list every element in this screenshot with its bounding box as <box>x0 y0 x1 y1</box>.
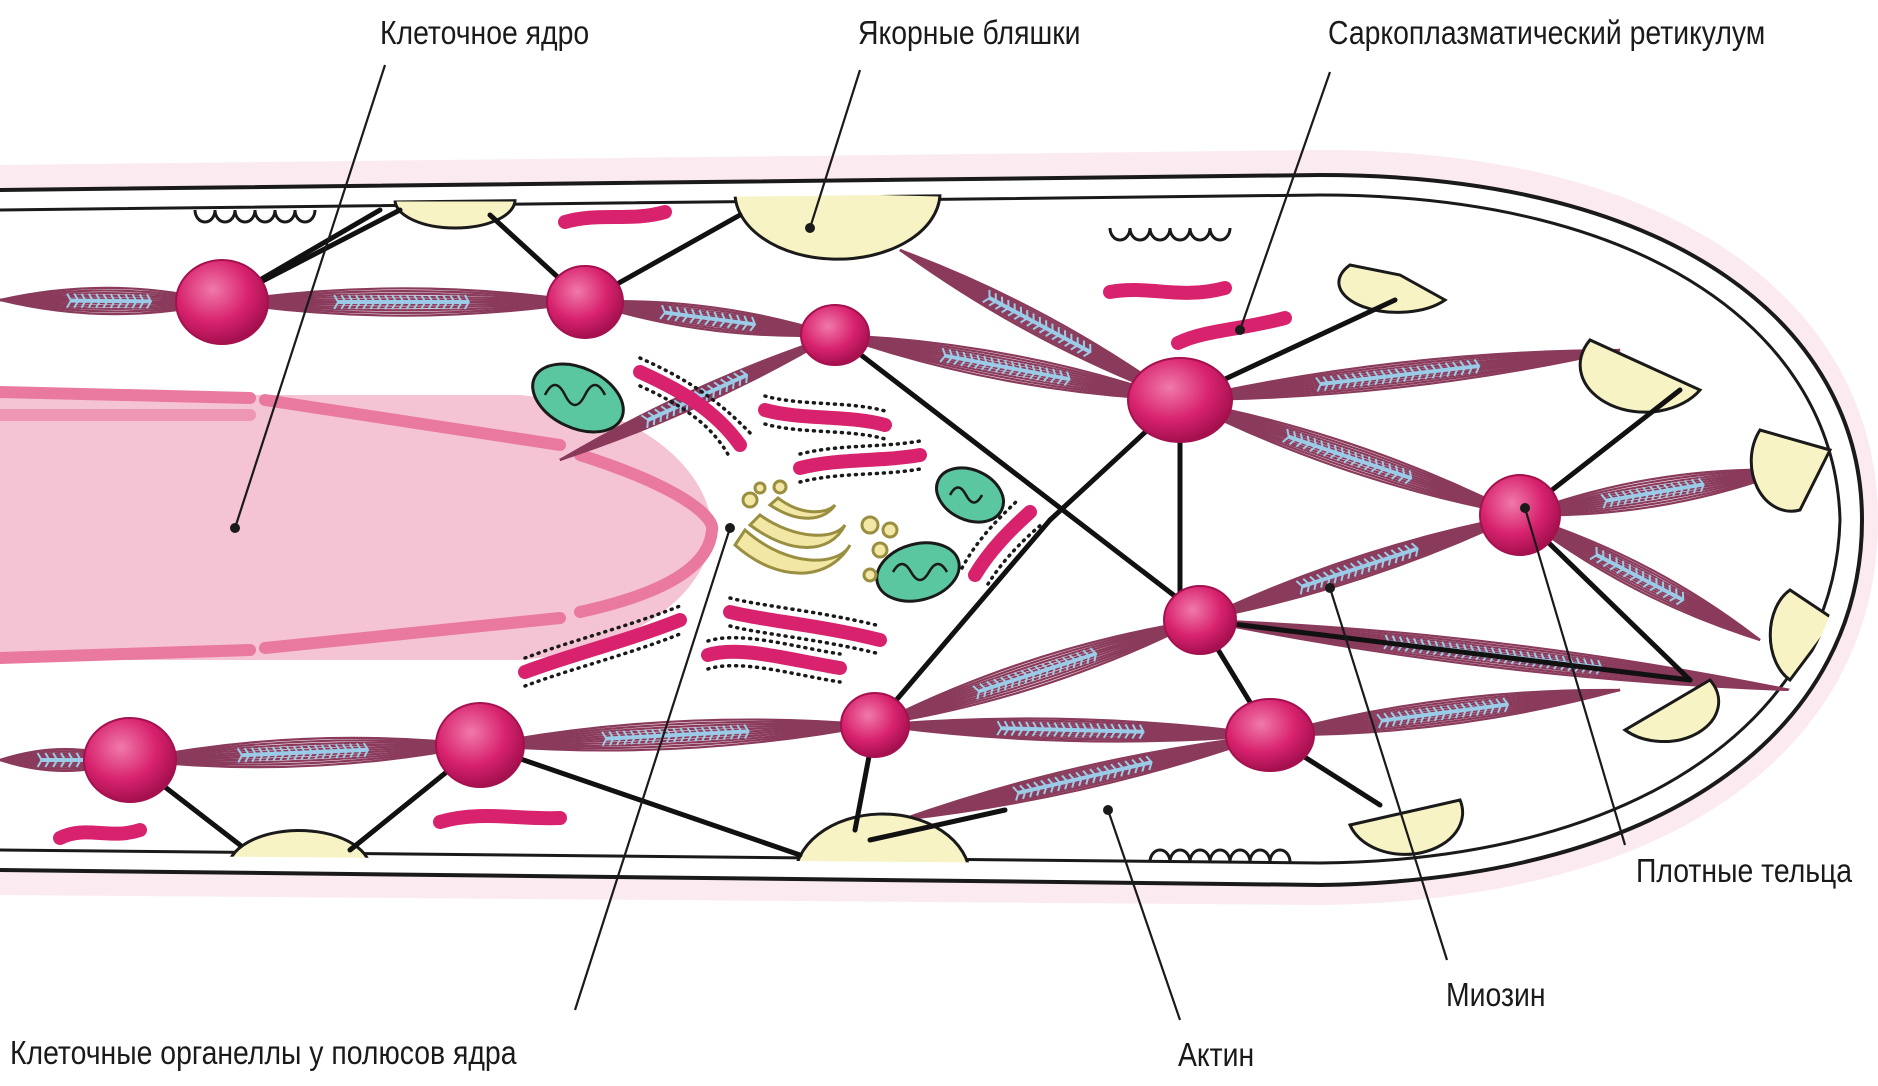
dense-body <box>1164 586 1236 654</box>
label-dense-bodies: Плотные тельца <box>1636 852 1852 890</box>
dense-body <box>1480 475 1560 555</box>
label-sarcoplasmic-reticulum: Саркоплазматический ретикулум <box>1328 14 1765 52</box>
cell-nucleus <box>0 392 712 660</box>
label-actin: Актин <box>1178 1036 1254 1074</box>
dense-body <box>1128 358 1232 442</box>
dense-body <box>1226 699 1314 771</box>
label-myosin: Миозин <box>1446 976 1546 1014</box>
label-organelles: Клеточные органеллы у полюсов ядра <box>10 1034 516 1072</box>
dense-body <box>436 703 524 787</box>
myosin-filament <box>71 301 151 302</box>
label-anchor-plaques: Якорные бляшки <box>858 14 1080 52</box>
dense-body <box>801 305 869 365</box>
dense-body <box>84 718 176 802</box>
label-cell-nucleus: Клеточное ядро <box>380 14 589 52</box>
dense-body <box>841 693 909 757</box>
dense-body <box>176 260 268 344</box>
dense-body <box>547 266 623 338</box>
